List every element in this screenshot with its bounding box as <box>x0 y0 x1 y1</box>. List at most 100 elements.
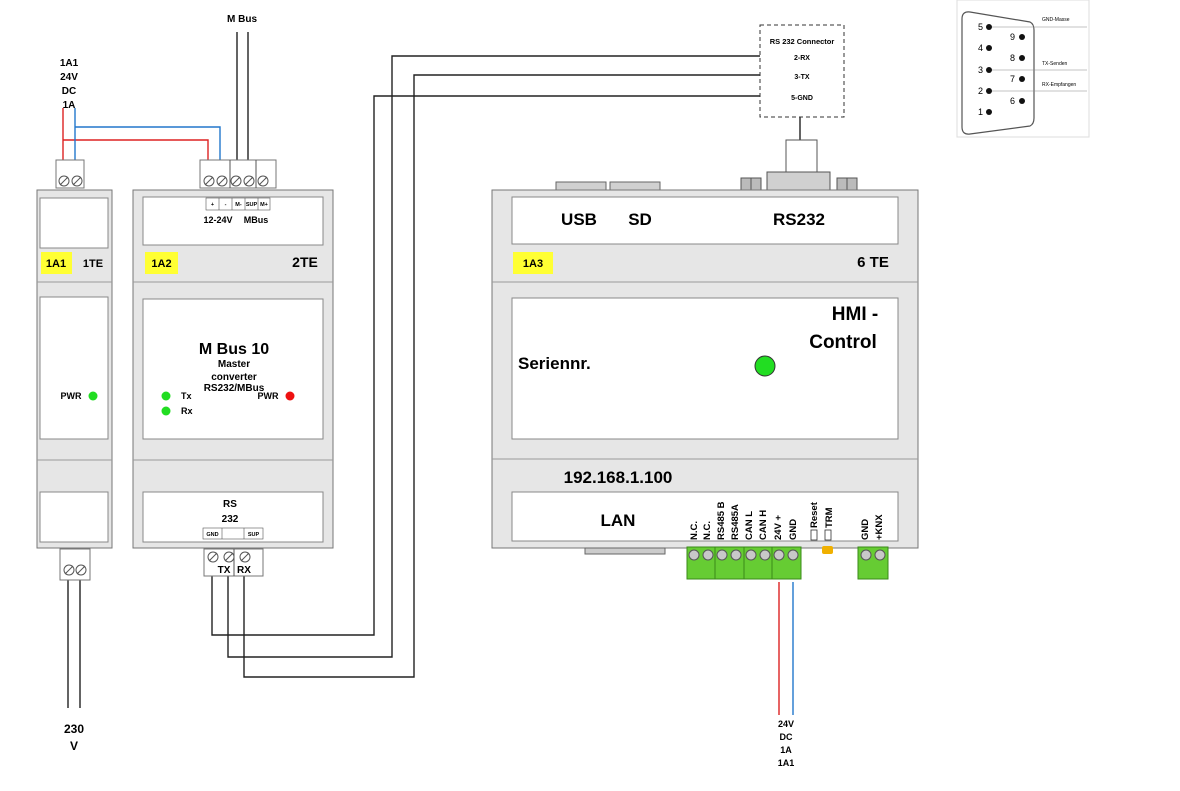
psu-device: 1A1 1TE PWR <box>36 159 113 581</box>
psu-pwr-led <box>88 391 98 401</box>
dsub-pin-8: 8 <box>1010 53 1015 63</box>
mbus-title: M Bus 10 <box>199 341 269 358</box>
psu-pwr-label: PWR <box>61 391 82 401</box>
wire-supply-blue <box>74 108 221 160</box>
hmi-term-nc2: N.C. <box>702 521 713 540</box>
mbus-rx-terminal: RX <box>237 565 251 576</box>
rs232-pin-tx: 3-TX <box>794 74 810 81</box>
mbus-tx-led <box>161 391 171 401</box>
mbus-subtitle3: RS232/MBus <box>204 383 265 394</box>
hmi-lan-label: LAN <box>601 511 636 530</box>
supply-label: 1A1 24V DC 1A <box>60 58 79 111</box>
mbus-bterm-gnd: GND <box>206 532 218 538</box>
hmi-terminal-labels: N.C. N.C. RS485 B RS485A CAN L CAN H 24V… <box>689 501 885 540</box>
dc-label-l1: 24V <box>778 719 794 729</box>
dsub-pin-2: 2 <box>978 86 983 96</box>
hmi-term-canh: CAN H <box>758 510 769 540</box>
wire-supply-red <box>62 108 209 160</box>
rs232-connector: RS 232 Connector 2-RX 3-TX 5-GND <box>759 24 845 118</box>
mains-label-l2: V <box>70 739 78 753</box>
mbus-top-label-left: 12-24V <box>203 215 232 225</box>
hmi-rs232-plug-top <box>785 139 818 173</box>
hmi-tag-badge <box>513 252 553 274</box>
dsub-pin-6: 6 <box>1010 96 1015 106</box>
hmi-green-terminals <box>686 546 889 580</box>
wire-rs232-rx <box>243 74 760 678</box>
mbus-top-terminal-labels: + - M- SUP M+ <box>205 197 271 211</box>
dsub-pin-3: 3 <box>978 65 983 75</box>
mbus-top-label-right: MBus <box>244 215 269 225</box>
mbus-rs-label1: RS <box>223 499 237 510</box>
mbus-rs-label2: 232 <box>222 514 239 525</box>
mbus-term-plus: + <box>211 202 214 208</box>
hmi-rs232-label: RS232 <box>773 210 825 229</box>
hmi-term-gnd: GND <box>788 519 799 540</box>
dc-label-l3: 1A <box>780 745 792 755</box>
hmi-reset-label: Reset <box>809 501 820 528</box>
rs232-connector-box <box>759 24 845 118</box>
dsub-annot-gnd: GND-Masse <box>1042 17 1070 23</box>
mbus-subtitle2: converter <box>211 372 257 383</box>
hmi-reset-button <box>822 546 833 554</box>
mbus-pwr-label: PWR <box>258 391 279 401</box>
hmi-sd-slot <box>609 181 661 191</box>
hmi-term-canl: CAN L <box>744 511 755 540</box>
supply-label-l3: DC <box>62 86 76 97</box>
dc-label-l2: DC <box>780 732 793 742</box>
hmi-usb-label: USB <box>561 210 597 229</box>
wire-rs232-tx <box>227 55 760 658</box>
mbus-bottom-terminal-labels: GND SUP <box>202 527 264 540</box>
mbus-term-minus: - <box>225 202 227 208</box>
supply-label-l2: 24V <box>60 72 78 83</box>
hmi-name1: HMI - <box>832 304 878 325</box>
mbus-top-screws <box>203 160 269 188</box>
dsub-annot-rx: RX-Empfangen <box>1042 82 1076 88</box>
mains-label-l1: 230 <box>64 722 84 736</box>
wire-rs232-gnd <box>211 95 760 636</box>
hmi-tag: 1A3 <box>523 258 543 270</box>
wires <box>62 32 801 715</box>
dsub-annot-tx: TX-Senden <box>1042 61 1068 67</box>
hmi-name2: Control <box>809 332 877 353</box>
psu-te: 1TE <box>83 258 103 270</box>
mbus-term-mplus: M+ <box>260 202 268 208</box>
mbus-tx-terminal: TX <box>218 565 231 576</box>
mbus-subtitle1: Master <box>218 359 250 370</box>
mbus-rx-led <box>161 406 171 416</box>
dsub-pin-9: 9 <box>1010 32 1015 42</box>
psu-tag-badge <box>41 252 72 274</box>
mbus-pwr-led <box>285 391 295 401</box>
hmi-term-nc1: N.C. <box>689 521 700 540</box>
mbus-tx-label: Tx <box>181 391 192 401</box>
mbus-top-label: M Bus <box>227 14 257 25</box>
dc-label-l4: 1A1 <box>778 758 795 768</box>
hmi-usb-port <box>555 181 607 191</box>
dsub-pin-7: 7 <box>1010 74 1015 84</box>
dsub-pin-4: 4 <box>978 43 983 53</box>
dsub-pin-1: 1 <box>978 107 983 117</box>
mbus-term-sup: SUP <box>246 202 258 208</box>
supply-label-l1: 1A1 <box>60 58 79 69</box>
dsub-pin-5: 5 <box>978 22 983 32</box>
mbus-te: 2TE <box>292 254 318 270</box>
hmi-sd-label: SD <box>628 210 652 229</box>
mbus-rx-label: Rx <box>181 406 193 416</box>
hmi-trm-label: TRM <box>824 507 835 528</box>
hmi-term-rs485a: RS485A <box>730 504 741 540</box>
mbus-tag: 1A2 <box>151 258 171 270</box>
mbus-device: + - M- SUP M+ 12-24V MBus 1A2 2TE M Bus … <box>132 159 334 577</box>
hmi-device: USB SD RS232 1A3 6 TE HMI - Control Seri… <box>491 139 919 580</box>
hmi-te: 6 TE <box>857 254 889 271</box>
rs232-pin-rx: 2-RX <box>794 55 810 62</box>
psu-tag: 1A1 <box>46 258 66 270</box>
psu-bottom-terminal-block <box>59 548 91 581</box>
hmi-rs232-port <box>766 171 831 191</box>
mbus-term-mminus: M- <box>235 202 242 208</box>
hmi-term-24v: 24V + <box>773 514 784 540</box>
hmi-lan-port <box>584 547 666 555</box>
hmi-knx-plus: +KNX <box>874 514 885 540</box>
mbus-tag-badge <box>145 252 178 274</box>
dc-bottom-label: 24V DC 1A 1A1 <box>778 719 795 768</box>
hmi-serial: Seriennr. <box>518 354 591 373</box>
hmi-status-led <box>754 355 776 377</box>
